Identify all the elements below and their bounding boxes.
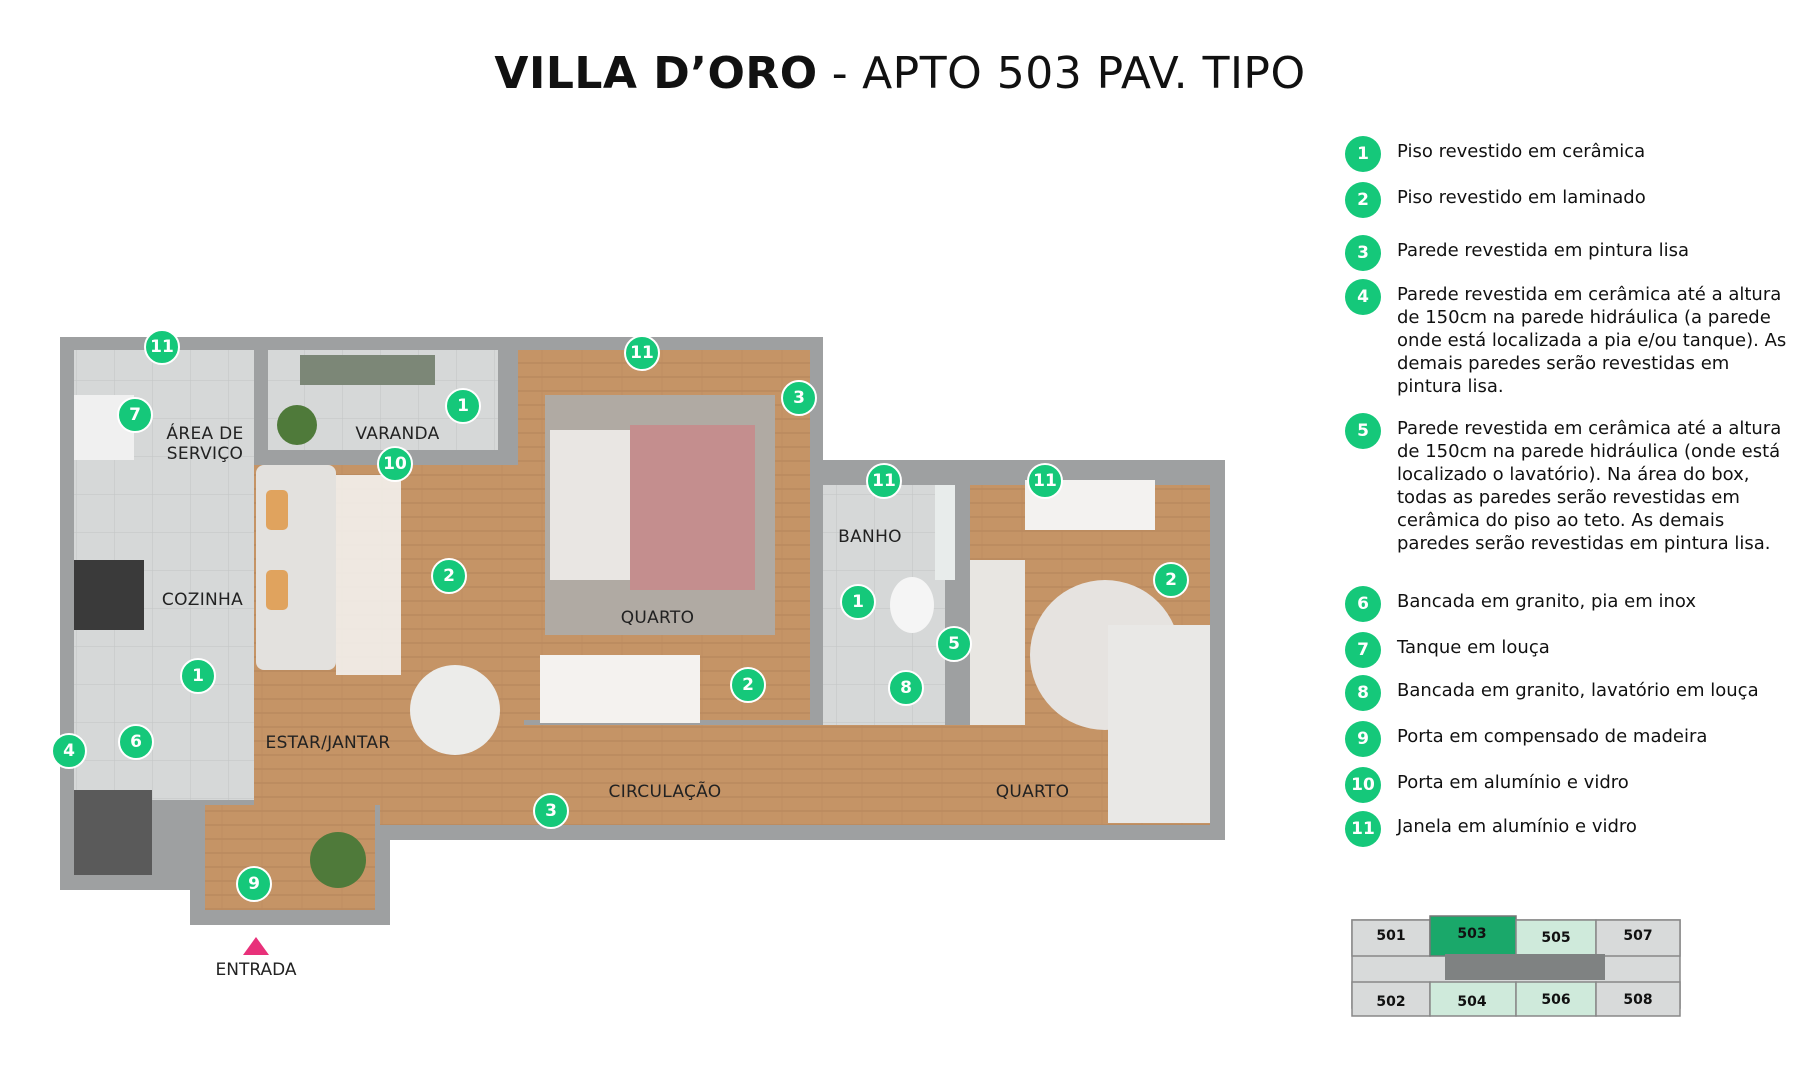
plan-marker: 2: [1153, 562, 1189, 598]
legend-badge: 5: [1345, 413, 1381, 449]
room-label-area-servico: ÁREA DE SERVIÇO: [166, 424, 244, 464]
plan-marker: 7: [117, 397, 153, 433]
legend-badge: 10: [1345, 767, 1381, 803]
legend-badge: 3: [1345, 235, 1381, 271]
plan-marker: 6: [118, 724, 154, 760]
title-brand: VILLA D’ORO: [494, 48, 818, 99]
plan-marker: 1: [840, 584, 876, 620]
legend-text: Porta em compensado de madeira: [1397, 726, 1708, 747]
legend-badge: 1: [1345, 136, 1381, 172]
plan-marker: 8: [888, 670, 924, 706]
plan-marker: 5: [936, 626, 972, 662]
key-plan-unit-label: 508: [1623, 992, 1653, 1008]
legend-badge: 2: [1345, 182, 1381, 218]
room-label-banho: BANHO: [838, 527, 902, 547]
plan-marker: 11: [144, 329, 180, 365]
legend-text: Piso revestido em laminado: [1397, 187, 1646, 208]
plan-marker: 1: [445, 388, 481, 424]
room-label-quarto-2: QUARTO: [995, 782, 1070, 802]
key-plan-unit-label: 504: [1457, 994, 1487, 1010]
plan-marker: 4: [51, 733, 87, 769]
room-label-cozinha: COZINHA: [161, 590, 244, 610]
plan-marker: 9: [236, 866, 272, 902]
legend-text: Porta em alumínio e vidro: [1397, 772, 1629, 793]
entrance-arrow-icon: [243, 937, 269, 955]
floor-plan: [60, 337, 1225, 925]
legend-badge: 9: [1345, 721, 1381, 757]
legend-text: Parede revestida em cerâmica até a altur…: [1397, 284, 1787, 397]
legend-badge: 7: [1345, 632, 1381, 668]
key-plan-unit-label: 503: [1457, 926, 1487, 942]
page-title: VILLA D’ORO-APTO 503 PAV. TIPO: [0, 48, 1800, 99]
room-label-circulacao: CIRCULAÇÃO: [608, 782, 722, 802]
plan-marker: 10: [377, 446, 413, 482]
legend-badge: 8: [1345, 675, 1381, 711]
plan-marker: 3: [781, 380, 817, 416]
plan-marker: 3: [533, 793, 569, 829]
title-separator: -: [831, 48, 849, 99]
legend-badge: 6: [1345, 586, 1381, 622]
key-plan-unit-label: 507: [1623, 928, 1653, 944]
legend-text: Parede revestida em cerâmica até a altur…: [1397, 418, 1782, 554]
plan-marker: 11: [866, 463, 902, 499]
key-plan: 501 503 505 507 502 504 506 508: [1350, 910, 1690, 1024]
legend-text: Tanque em louça: [1397, 637, 1550, 658]
key-plan-unit-label: 506: [1541, 992, 1571, 1008]
plan-marker: 11: [1027, 463, 1063, 499]
legend-text: Janela em alumínio e vidro: [1397, 816, 1637, 837]
entrance-label: ENTRADA: [215, 960, 297, 980]
room-label-quarto-1: QUARTO: [620, 608, 695, 628]
legend-text: Bancada em granito, lavatório em louça: [1397, 680, 1759, 701]
plan-marker: 2: [730, 667, 766, 703]
plan-marker: 2: [431, 558, 467, 594]
legend-text: Parede revestida em pintura lisa: [1397, 240, 1689, 261]
room-label-varanda: VARANDA: [355, 424, 440, 444]
legend-text: Piso revestido em cerâmica: [1397, 141, 1646, 162]
furniture: [74, 355, 1210, 888]
legend-badge: 4: [1345, 279, 1381, 315]
key-plan-unit-label: 502: [1376, 994, 1406, 1010]
room-label-estar-jantar: ESTAR/JANTAR: [265, 733, 391, 753]
key-plan-drawing: [1351, 915, 1681, 1017]
legend-text: Bancada em granito, pia em inox: [1397, 591, 1697, 612]
legend-badge: 11: [1345, 811, 1381, 847]
plan-marker: 1: [180, 658, 216, 694]
key-plan-unit-label: 501: [1376, 928, 1406, 944]
key-plan-unit-label: 505: [1541, 930, 1571, 946]
plan-marker: 11: [624, 335, 660, 371]
title-unit: APTO 503 PAV. TIPO: [862, 48, 1306, 99]
